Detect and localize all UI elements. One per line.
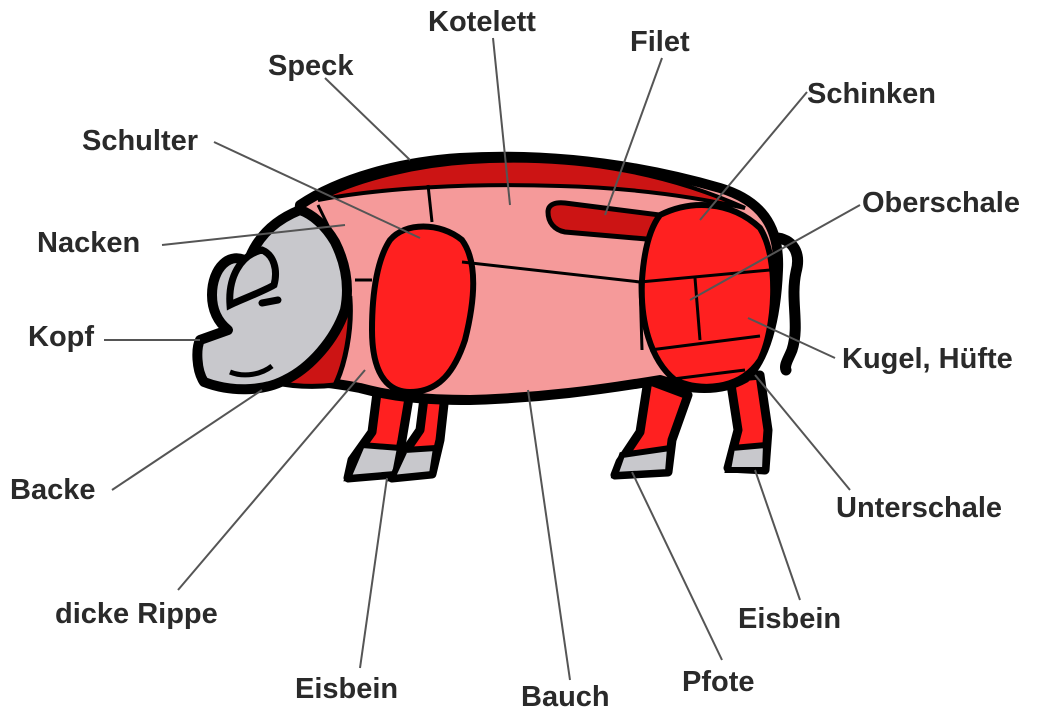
label-kopf: Kopf (28, 323, 94, 352)
label-bauch: Bauch (521, 683, 610, 712)
label-kotelett: Kotelett (428, 8, 536, 37)
label-filet: Filet (630, 28, 690, 57)
label-eisbein-right: Eisbein (738, 605, 841, 634)
label-pfote: Pfote (682, 668, 755, 697)
label-dicke-rippe: dicke Rippe (55, 600, 218, 629)
label-unterschale: Unterschale (836, 494, 1002, 523)
label-nacken: Nacken (37, 229, 140, 258)
pig-eye (262, 300, 278, 303)
label-speck: Speck (268, 52, 353, 81)
label-backe: Backe (10, 476, 95, 505)
label-kugel-huefte: Kugel, Hüfte (842, 345, 1013, 374)
label-oberschale: Oberschale (862, 189, 1020, 218)
label-schinken: Schinken (807, 80, 936, 109)
label-eisbein-left: Eisbein (295, 675, 398, 704)
label-schulter: Schulter (82, 127, 198, 156)
ham-region (642, 205, 773, 387)
